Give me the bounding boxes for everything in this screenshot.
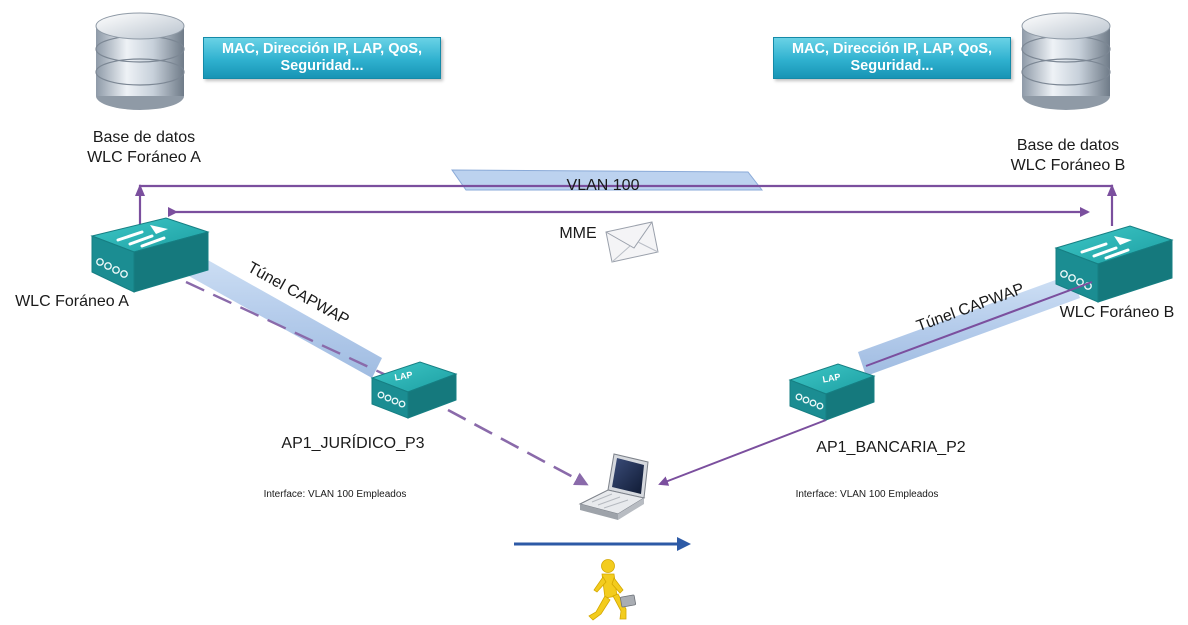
- ap-name-b: AP1_BANCARIA_P2: [816, 439, 966, 456]
- capwap-path-a: [185, 280, 389, 378]
- ap-badge-a: LAP: [394, 370, 413, 383]
- association-arrow: [658, 419, 827, 486]
- tunnel-a: [178, 250, 382, 378]
- wlc-label-b: WLC Foráneo B: [1059, 304, 1175, 321]
- info-box-left: MAC, Dirección IP, LAP, QoS, Seguridad..…: [203, 37, 441, 79]
- database-icon-a: [95, 12, 185, 110]
- laptop-icon: [578, 453, 649, 520]
- walking-person-icon: [588, 559, 627, 621]
- vlan-link-line: [138, 184, 1114, 226]
- database-b-line2: WLC Foráneo B: [1010, 157, 1126, 174]
- mme-label: MME: [559, 225, 596, 242]
- wlc-controller-icon-b: [1054, 225, 1174, 303]
- briefcase-icon: [619, 594, 637, 608]
- database-a-line2: WLC Foráneo A: [87, 149, 201, 166]
- access-point-icon-b: [788, 363, 876, 421]
- capwap-path-b: [865, 281, 1093, 367]
- envelope-icon: [605, 221, 659, 263]
- vlan-label: VLAN 100: [567, 177, 640, 194]
- info-box-left-text: MAC, Dirección IP, LAP, QoS, Seguridad..…: [221, 40, 423, 74]
- wlc-label-a: WLC Foráneo A: [15, 293, 129, 310]
- info-box-right-text: MAC, Dirección IP, LAP, QoS, Seguridad..…: [791, 40, 993, 74]
- info-box-right: MAC, Dirección IP, LAP, QoS, Seguridad..…: [773, 37, 1011, 79]
- vlan-arrow-up-a: [135, 184, 145, 196]
- ap-name-a: AP1_JURÍDICO_P3: [281, 435, 425, 452]
- database-icon-b: [1021, 12, 1111, 110]
- database-label-b: Base de datos WLC Foráneo B: [978, 136, 1158, 176]
- roam-dashed-arrow: [447, 408, 589, 486]
- tunnel-b: [858, 274, 1080, 376]
- wlc-controller-icon-a: [90, 217, 210, 293]
- ap-badge-b: LAP: [822, 372, 841, 385]
- ap-interface-a: Interface: VLAN 100 Empleados: [263, 489, 407, 500]
- ap-interface-b: Interface: VLAN 100 Empleados: [795, 489, 939, 500]
- vlan-arrow-up-b: [1107, 184, 1117, 196]
- database-label-a: Base de datos WLC Foráneo A: [54, 128, 234, 168]
- access-point-icon-a: [370, 361, 458, 419]
- database-a-line1: Base de datos: [92, 129, 196, 146]
- database-b-line1: Base de datos: [1016, 137, 1120, 154]
